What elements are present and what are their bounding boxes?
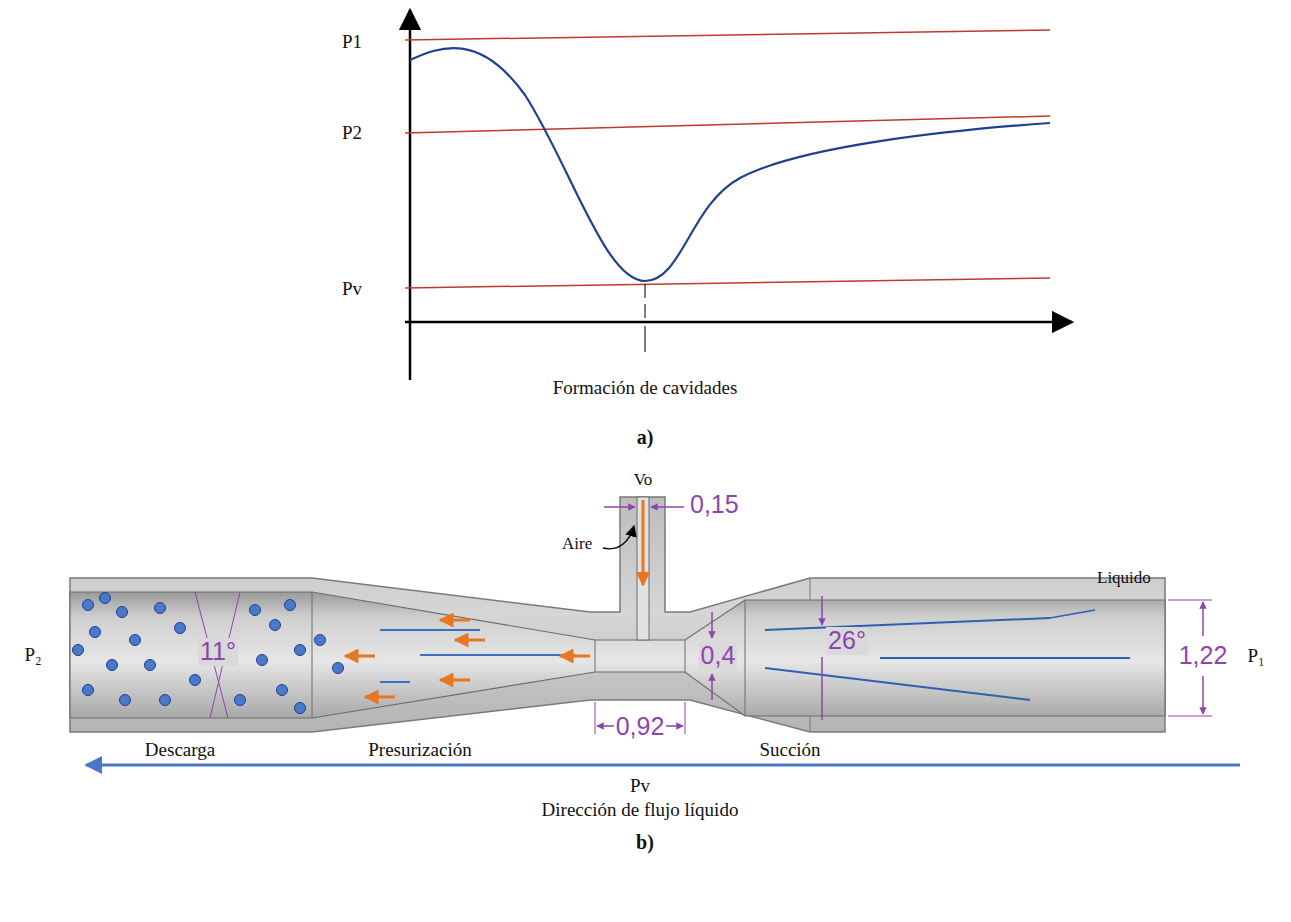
bubble xyxy=(190,675,201,686)
bubble xyxy=(155,603,166,614)
bubble xyxy=(145,660,156,671)
dimension-value: 0,15 xyxy=(688,491,741,519)
bubble xyxy=(257,655,268,666)
section-edge xyxy=(810,716,811,732)
dimension-line xyxy=(651,506,684,508)
bubble xyxy=(175,623,186,634)
bubble xyxy=(130,635,141,646)
axis-label: P2 xyxy=(342,123,362,144)
axis-label: P1 xyxy=(342,32,362,53)
bubble xyxy=(90,627,101,638)
bubble xyxy=(235,695,246,706)
dimension-value: 0,92 xyxy=(614,713,667,741)
extension-line xyxy=(1168,600,1212,601)
angle-value: 26° xyxy=(826,627,868,655)
liquid-streamline xyxy=(765,668,1030,700)
tick-mark xyxy=(645,326,646,352)
liquid-streamline xyxy=(765,618,1050,630)
section-edge xyxy=(595,640,596,672)
tick-mark xyxy=(645,284,646,298)
p2-line xyxy=(405,116,1050,133)
bubble xyxy=(250,605,261,616)
flow-arrow xyxy=(345,655,375,658)
dimension-line xyxy=(711,612,713,638)
pressure-label: P₂ xyxy=(24,645,41,666)
dimension-line xyxy=(1202,676,1204,714)
section-edge xyxy=(745,600,746,716)
dimension-line xyxy=(1202,602,1204,636)
bubble xyxy=(83,600,94,611)
bubble xyxy=(270,620,281,631)
pressure-curve xyxy=(410,48,1050,281)
bubble xyxy=(295,703,306,714)
leader-line xyxy=(1050,610,1095,618)
section-edge xyxy=(312,592,313,718)
bubble xyxy=(117,607,128,618)
air-arrow xyxy=(642,500,645,585)
flow-bore xyxy=(70,592,1165,718)
bubble xyxy=(277,685,288,696)
extension-line xyxy=(1168,716,1212,717)
fluid-label: Liquido xyxy=(1097,569,1151,588)
part-label: Aire xyxy=(562,535,592,554)
dimension-line xyxy=(604,506,635,508)
extension-line xyxy=(595,702,596,734)
bubble xyxy=(100,593,111,604)
angle-line xyxy=(821,596,823,625)
section-label: Descarga xyxy=(145,740,215,761)
dimension-value: 0,4 xyxy=(699,642,738,670)
y-axis xyxy=(409,10,412,380)
flow-arrow xyxy=(440,679,470,682)
bubble xyxy=(83,685,94,696)
liquid-streamline xyxy=(420,654,575,656)
section-edge xyxy=(685,640,686,672)
leader-line xyxy=(603,526,634,549)
bubble xyxy=(73,645,84,656)
pressure-label: Pv xyxy=(630,776,650,797)
pv-line xyxy=(405,278,1050,288)
bubble xyxy=(107,660,118,671)
panel-letter: a) xyxy=(637,426,654,448)
flow-caption: Dirección de flujo líquido xyxy=(542,800,739,821)
extension-line xyxy=(685,702,686,734)
bubble xyxy=(160,695,171,706)
axis-caption: Formación de cavidades xyxy=(553,378,738,399)
flow-arrow xyxy=(560,655,590,658)
bubble xyxy=(333,663,344,674)
dimension-line xyxy=(711,674,713,700)
flow-arrow xyxy=(455,639,485,642)
bubble xyxy=(285,600,296,611)
dimension-value: 1,22 xyxy=(1177,642,1230,670)
flow-arrow xyxy=(440,619,470,622)
liquid-streamline xyxy=(380,629,480,631)
flow-direction-arrow xyxy=(86,764,1240,767)
x-axis xyxy=(405,321,1072,324)
bubble xyxy=(120,695,131,706)
bubbles xyxy=(73,593,344,714)
bubble xyxy=(315,635,326,646)
pressure-chart xyxy=(405,10,1072,380)
tick-mark xyxy=(645,304,646,318)
panel-letter: b) xyxy=(636,831,654,853)
flow-arrow xyxy=(365,696,395,699)
angle-value: 11° xyxy=(198,638,238,666)
liquid-streamline xyxy=(380,681,410,683)
section-label: Succión xyxy=(759,740,820,761)
axis-label: Pv xyxy=(342,279,362,300)
angle-line xyxy=(821,657,823,720)
section-edge xyxy=(810,578,811,600)
bubble xyxy=(295,645,306,656)
liquid-streamline xyxy=(880,657,1130,659)
velocity-label: Vo xyxy=(634,471,653,490)
p1-line xyxy=(405,30,1050,40)
venturi-injector xyxy=(70,497,1240,765)
pressure-label: P₁ xyxy=(1247,646,1264,667)
injector-body xyxy=(70,497,1165,732)
air-inlet-bore xyxy=(637,497,649,640)
section-label: Presurización xyxy=(368,740,471,761)
